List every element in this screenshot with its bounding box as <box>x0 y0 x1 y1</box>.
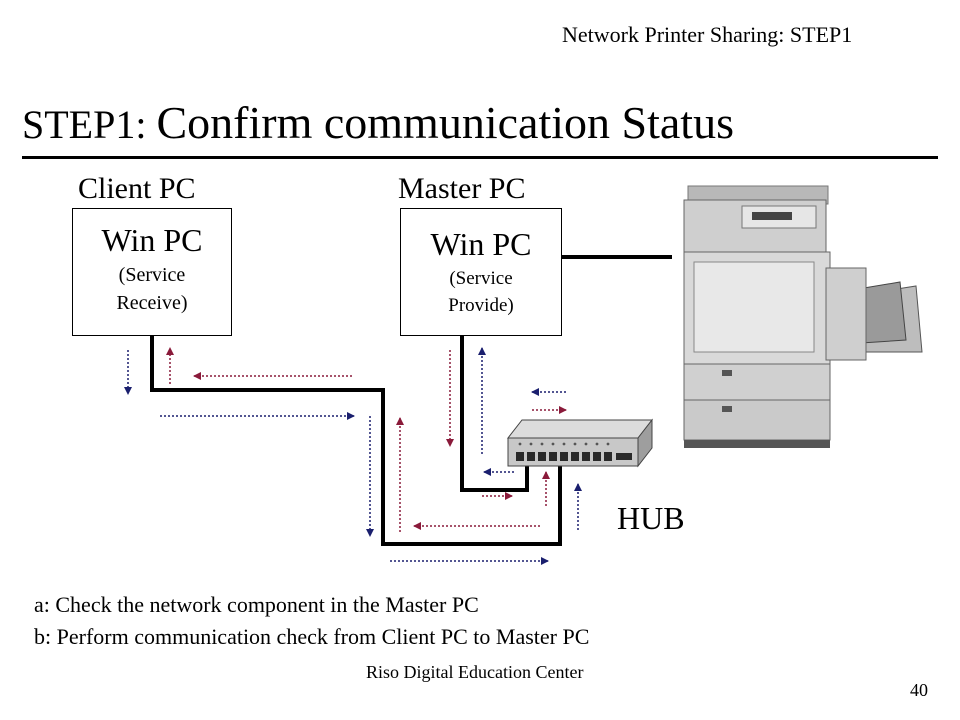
client-pc-role-line2: Receive) <box>116 292 188 314</box>
master-pc-role-line1: (Service <box>449 268 513 289</box>
master-pc-box: Win PC (Service Provide) <box>400 208 562 336</box>
hub-label: HUB <box>617 500 685 536</box>
slide-title-main: Confirm communication Status <box>156 97 734 148</box>
client-pc-box: Win PC (Service Receive) <box>72 208 232 336</box>
client-pc-name: Win PC <box>101 222 203 258</box>
client-pc-caption: Client PC <box>78 172 196 205</box>
master-pc-name: Win PC <box>430 226 532 262</box>
network-cables <box>150 255 672 546</box>
client-cable <box>150 336 562 546</box>
slide-title: STEP1: Confirm communication Status <box>22 96 734 149</box>
arrows-red <box>166 347 567 532</box>
page-number: 40 <box>910 680 928 700</box>
arrows-dark <box>124 347 582 565</box>
printer-image <box>672 178 928 455</box>
header-title: Network Printer Sharing: STEP1 <box>562 22 853 47</box>
title-underline <box>22 156 938 159</box>
master-pc-role-line2: Provide) <box>448 295 514 316</box>
hub-device <box>506 418 654 468</box>
client-pc-role-line1: (Service <box>118 264 186 286</box>
note-b: b: Perform communication check from Clie… <box>34 624 590 649</box>
note-a: a: Check the network component in the Ma… <box>34 592 479 617</box>
master-cable <box>460 336 529 492</box>
footer-organization: Riso Digital Education Center <box>366 662 584 682</box>
master-pc-caption: Master PC <box>398 172 526 205</box>
slide-title-prefix: STEP1: <box>22 102 157 147</box>
